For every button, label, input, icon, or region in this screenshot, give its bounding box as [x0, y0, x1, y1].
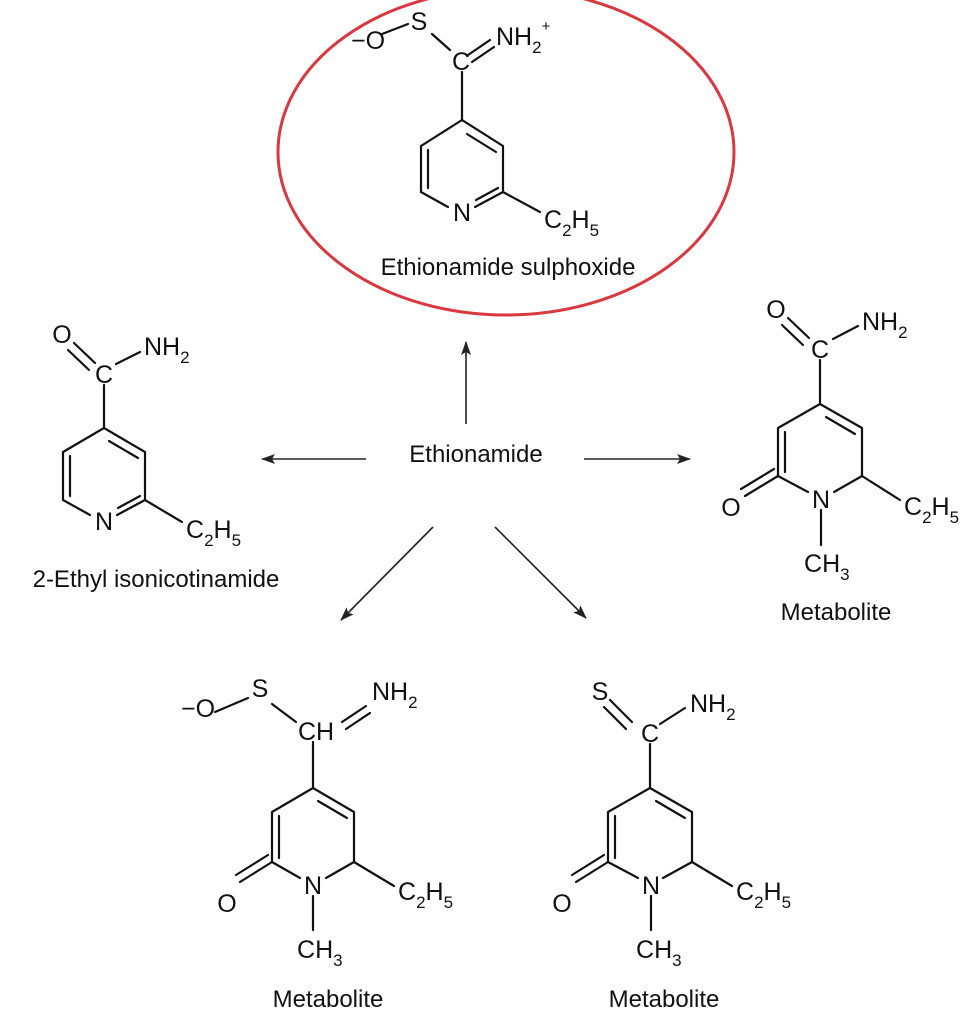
- compound-metabolite-amide: O C NH2 O N C2H5 CH3 Metabolite: [721, 296, 959, 626]
- metabolite-amide-methyl-group: CH3: [804, 550, 850, 584]
- sulphoxide-ethyl-group: C2H5: [544, 206, 599, 240]
- metabolite-thioamide-ring-o-atom: O: [552, 890, 571, 918]
- metabolite-amide-caption: Metabolite: [781, 599, 892, 626]
- metabolite-sulfoxide-ethyl-group: C2H5: [398, 878, 453, 912]
- metabolite-sulfoxide-ch-group: CH: [298, 718, 334, 746]
- compound-metabolite-sulfoxide: −O S CH NH2 O N C2H5 CH3 Metabolite: [181, 675, 453, 1013]
- highlight-ellipse: [276, 0, 736, 317]
- sulphoxide-bonds: [380, 22, 542, 214]
- metabolite-thioamide-nh2-group: NH2: [690, 690, 736, 724]
- ethionamide-label: Ethionamide: [409, 441, 542, 468]
- reaction-center: Ethionamide: [261, 341, 691, 621]
- isonicotinamide-o-atom: O: [52, 321, 71, 349]
- sulphoxide-s-atom: S: [411, 8, 428, 36]
- compound-sulphoxide: −O S C NH2+ N C2H5 Ethionamide sulphoxid…: [276, 0, 736, 317]
- metabolite-thioamide-s-atom: S: [592, 678, 609, 706]
- isonicotinamide-nh2-group: NH2: [144, 333, 190, 367]
- sulphoxide-o-atom: −O: [351, 27, 385, 55]
- compound-metabolite-thioamide: S C NH2 O N C2H5 CH3 Metabolite: [552, 678, 791, 1013]
- isonicotinamide-bonds: [61, 341, 184, 524]
- metabolite-thioamide-n-atom: N: [642, 872, 660, 900]
- metabolite-sulfoxide-methyl-group: CH3: [297, 936, 343, 970]
- metabolite-sulfoxide-caption: Metabolite: [273, 986, 384, 1013]
- sulphoxide-nh2-group: NH2+: [496, 18, 551, 57]
- arrow-down-right: [494, 526, 587, 619]
- metabolite-amide-c-atom: C: [811, 336, 829, 364]
- metabolite-amide-ethyl-group: C2H5: [904, 493, 959, 527]
- compound-isonicotinamide: O C NH2 N C2H5 2-Ethyl isonicotinamide: [33, 321, 280, 593]
- metabolite-sulfoxide-o-atom: −O: [181, 695, 215, 723]
- sulphoxide-c-atom: C: [452, 48, 470, 76]
- isonicotinamide-n-atom: N: [95, 508, 113, 536]
- sulphoxide-n-atom: N: [453, 199, 471, 227]
- metabolite-amide-bonds: [739, 316, 902, 547]
- arrow-down-left: [340, 526, 434, 621]
- metabolite-thioamide-caption: Metabolite: [609, 986, 720, 1013]
- metabolite-thioamide-ethyl-group: C2H5: [736, 878, 791, 912]
- metabolite-amide-ring-o-atom: O: [721, 494, 740, 522]
- metabolite-sulfoxide-ring-o-atom: O: [217, 890, 236, 918]
- metabolite-sulfoxide-bonds: [213, 696, 396, 932]
- metabolite-thioamide-bonds: [570, 698, 734, 932]
- sulphoxide-caption: Ethionamide sulphoxide: [381, 254, 636, 281]
- metabolite-amide-carbonyl-o-atom: O: [766, 296, 785, 324]
- metabolite-thioamide-methyl-group: CH3: [636, 936, 682, 970]
- metabolite-sulfoxide-n-atom: N: [304, 872, 322, 900]
- isonicotinamide-caption: 2-Ethyl isonicotinamide: [33, 566, 280, 593]
- isonicotinamide-ethyl-group: C2H5: [186, 516, 241, 550]
- isonicotinamide-c-atom: C: [95, 361, 113, 389]
- metabolite-sulfoxide-s-atom: S: [252, 675, 269, 703]
- metabolite-sulfoxide-nh2-group: NH2: [372, 678, 418, 712]
- metabolite-amide-nh2-group: NH2: [862, 308, 908, 342]
- metabolite-thioamide-c-atom: C: [641, 720, 659, 748]
- metabolite-amide-n-atom: N: [812, 486, 830, 514]
